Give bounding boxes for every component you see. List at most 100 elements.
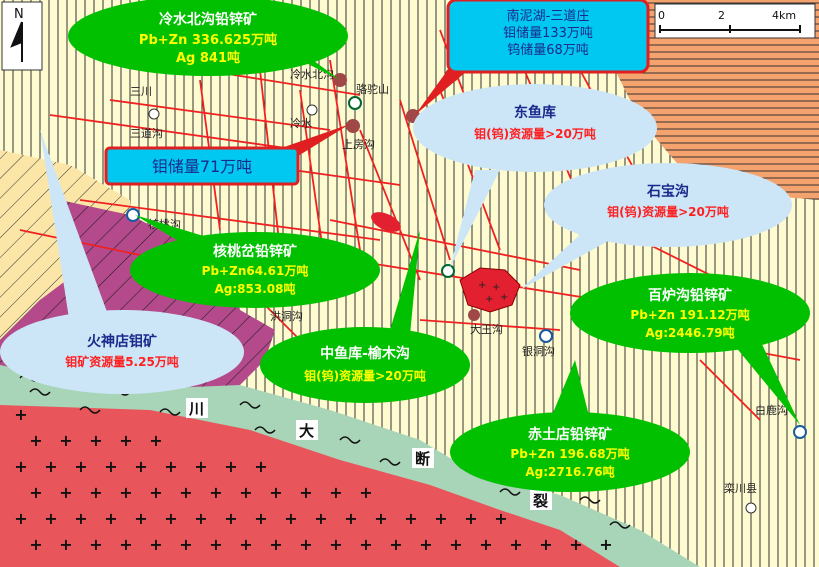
label-yindonggou: 银洞沟 (522, 344, 555, 358)
callout-hetaocha-title: 核桃岔铅锌矿 (213, 243, 297, 260)
fault-char-4: 裂 (532, 492, 548, 510)
plus-mark: + (134, 457, 147, 476)
plus-mark: + (569, 535, 582, 554)
plus-mark: + (74, 457, 87, 476)
plus-mark: + (329, 483, 342, 502)
plus-mark: + (59, 535, 72, 554)
granite-body (0, 405, 620, 567)
callout-huoshendian-line1: 钼矿资源量5.25万吨 (65, 354, 179, 369)
plus-mark: + (209, 535, 222, 554)
label-bailugou: 白鹿沟 (755, 403, 788, 417)
plus-mark: + (149, 483, 162, 502)
plus-mark: + (374, 509, 387, 528)
plus-mark: + (539, 535, 552, 554)
mine-marker-dawanggou (468, 309, 480, 321)
scale-tick-0: 0 (658, 9, 665, 22)
wave-mark (499, 488, 521, 496)
plus-mark: + (59, 483, 72, 502)
plus-mark: + (299, 483, 312, 502)
callout-molybdenum-text: 钼储量71万吨 (152, 157, 252, 176)
scale-tick-4km: 4km (772, 9, 796, 22)
plus-mark: + (209, 483, 222, 502)
plus-mark: + (224, 509, 237, 528)
plus-mark: + (134, 509, 147, 528)
plus-mark: + (389, 535, 402, 554)
callout-hetaocha-line2: Ag:853.08吨 (215, 281, 296, 296)
plus-mark: + (164, 509, 177, 528)
mine-marker-blue-3 (793, 425, 807, 439)
mine-marker-blue-2 (539, 329, 553, 343)
callout-molybdenum-box: 钼储量71万吨 (104, 124, 350, 186)
plus-mark: + (224, 457, 237, 476)
plus-mark: + (314, 509, 327, 528)
label-shangfanggou: 上房沟 (342, 138, 375, 151)
svg-text:+: + (485, 294, 493, 305)
plus-mark: + (179, 483, 192, 502)
plus-mark: + (14, 405, 27, 424)
fault-char-2: 大 (299, 422, 314, 440)
orange-formation (600, 0, 819, 200)
plus-mark: + (119, 431, 132, 450)
plus-mark: + (239, 483, 252, 502)
plus-mark: + (404, 509, 417, 528)
plus-mark: + (269, 535, 282, 554)
plus-mark: + (359, 483, 372, 502)
callout-shibaogou-line1: 钼(钨)资源量>20万吨 (607, 204, 729, 219)
village-sandaogou (148, 108, 160, 120)
plus-mark: + (119, 483, 132, 502)
callout-lengshuibeigou-title: 冷水北沟铅锌矿 (159, 11, 257, 28)
wave-mark (239, 401, 261, 409)
callout-hetaocha: 核桃岔铅锌矿 Pb+Zn64.61万吨 Ag:853.08吨 (130, 215, 380, 308)
svg-text:+: + (492, 282, 500, 293)
plus-mark: + (194, 509, 207, 528)
plus-mark: + (359, 535, 372, 554)
plus-mark: + (254, 457, 267, 476)
plus-mark: + (419, 535, 432, 554)
plus-mark: + (14, 509, 27, 528)
plus-mark: + (149, 535, 162, 554)
callout-dongyuku-title: 东鱼库 (514, 104, 556, 121)
wave-mark (609, 521, 631, 529)
north-arrow-icon (10, 21, 23, 62)
callout-hetaocha-line1: Pb+Zn64.61万吨 (202, 263, 309, 278)
callout-zhongyuku-title: 中鱼库-榆木沟 (320, 345, 410, 362)
plus-mark: + (599, 535, 612, 554)
plus-mark: + (194, 457, 207, 476)
plus-mark: + (449, 535, 462, 554)
callout-shibaogou-title: 石宝沟 (646, 183, 689, 200)
callout-lengshuibeigou-line2: Ag 841吨 (176, 50, 240, 66)
plus-mark: + (89, 483, 102, 502)
wave-mark (254, 426, 276, 434)
callout-nannihu-title: 南泥湖-三道庄 (507, 8, 590, 24)
plus-mark: + (44, 457, 57, 476)
plus-mark: + (149, 431, 162, 450)
plus-mark: + (59, 431, 72, 450)
village-luanchuan (745, 502, 757, 514)
label-sanchuan: 三川 (130, 85, 152, 98)
scale-tick-2: 2 (718, 9, 725, 22)
mine-marker-green-2 (441, 264, 455, 278)
wave-mark (79, 406, 101, 414)
callout-huoshendian-title: 火神店钼矿 (87, 333, 157, 350)
callout-huoshendian: 火神店钼矿 钼矿资源量5.25万吨 (0, 130, 244, 394)
callout-lengshuibeigou-line1: Pb+Zn 336.625万吨 (139, 32, 277, 48)
label-sandaogou: 三道沟 (130, 126, 163, 140)
plus-mark: + (344, 509, 357, 528)
wave-mark (339, 436, 361, 444)
callout-dongyuku: 东鱼库 钼(钨)资源量>20万吨 (413, 84, 657, 268)
fault-char-3: 断 (415, 450, 430, 468)
label-honggou: 洪洞沟 (270, 309, 303, 323)
plus-mark: + (29, 535, 42, 554)
mine-marker-blue-1 (126, 208, 140, 222)
callout-chitudian-line1: Pb+Zn 196.68万吨 (510, 446, 629, 461)
village-lengshui (306, 104, 318, 116)
plus-mark: + (164, 457, 177, 476)
fault-char-1: 川 (188, 400, 204, 418)
callout-nannihu: 南泥湖-三道庄 钼储量133万吨 钨储量68万吨 (415, 0, 650, 115)
svg-text:+: + (478, 280, 486, 291)
plus-mark: + (269, 483, 282, 502)
callout-nannihu-line1: 钼储量133万吨 (503, 26, 593, 41)
callout-zhongyuku-line1: 钼(钨)资源量>20万吨 (304, 368, 426, 383)
callout-chitudian-line2: Ag:2716.76吨 (525, 464, 614, 479)
